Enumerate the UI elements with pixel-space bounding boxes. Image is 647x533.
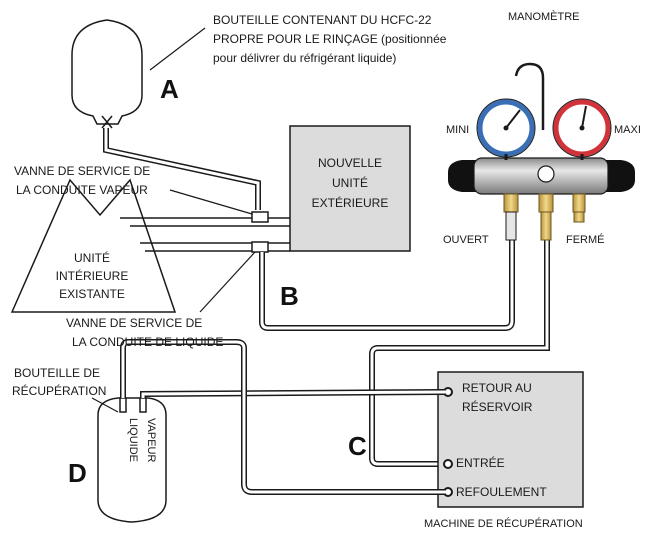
cylinder-a-label-1: BOUTEILLE CONTENANT DU HCFC-22	[213, 13, 432, 27]
vapor-service-valve[interactable]	[251, 211, 269, 223]
vapor-valve-label-1: VANNE DE SERVICE DE	[14, 164, 150, 178]
retour-label-2: RÉSERVOIR	[462, 399, 533, 414]
cylinder-valve-icon	[101, 115, 113, 129]
cylinder-a-label-3: pour délivrer du réfrigérant liquide)	[213, 51, 396, 65]
manifold-gauge-set	[448, 62, 635, 241]
liquid-service-valve[interactable]	[251, 241, 269, 253]
cylinder-a-label-2: PROPRE POUR LE RINÇAGE (positionnée	[213, 32, 447, 46]
indoor-label-1: UNITÉ	[74, 250, 110, 265]
marker-c: C	[348, 431, 367, 461]
flush-cylinder	[71, 19, 143, 125]
recovery-cylinder-label-2: RÉCUPÉRATION	[12, 383, 106, 398]
marker-b: B	[280, 281, 299, 311]
recovery-cylinder	[97, 397, 167, 523]
mini-label: MINI	[446, 124, 469, 136]
marker-a: A	[160, 74, 179, 104]
vapor-valve-label-2: LA CONDUITE VAPEUR	[16, 183, 148, 197]
leader-vapor-valve	[169, 189, 253, 215]
outdoor-label-1: NOUVELLE	[318, 156, 382, 170]
recovery-cylinder-label-1: BOUTEILLE DE	[14, 366, 100, 380]
port-entree[interactable]	[443, 459, 453, 469]
entree-label: ENTRÉE	[456, 455, 505, 470]
ouvert-label: OUVERT	[443, 234, 489, 246]
liquid-valve-label-2: LA CONDUITE DE LIQUIDE	[72, 335, 223, 349]
high-pressure-gauge	[552, 98, 612, 160]
indoor-label-3: EXISTANTE	[59, 287, 125, 301]
maxi-label: MAXI	[614, 124, 641, 136]
manometre-label: MANOMÈTRE	[508, 10, 580, 23]
leader-liquid-valve	[199, 251, 256, 313]
indoor-label-2: INTÉRIEURE	[56, 268, 129, 283]
outdoor-label-3: EXTÉRIEURE	[312, 195, 389, 210]
ferme-label: FERMÉ	[566, 233, 605, 246]
outdoor-label-2: UNITÉ	[332, 175, 368, 190]
retour-label-1: RETOUR AU	[462, 381, 532, 395]
liquide-label: LIQUIDE	[127, 418, 139, 462]
low-pressure-gauge	[476, 98, 536, 160]
marker-d: D	[68, 458, 87, 488]
indoor-unit	[10, 178, 177, 313]
hose-refoulement-to-cylinder	[120, 339, 446, 495]
machine-label: MACHINE DE RÉCUPÉRATION	[424, 517, 583, 530]
recovery-machine	[437, 371, 584, 508]
leader-a	[149, 27, 206, 71]
outdoor-unit	[289, 125, 411, 252]
leader-recovery-cylinder	[91, 397, 119, 413]
hose-liquid-to-manifold	[259, 240, 515, 331]
vapeur-label: VAPEUR	[145, 418, 157, 462]
liquid-valve-label-1: VANNE DE SERVICE DE	[66, 316, 202, 330]
refoulement-label: REFOULEMENT	[456, 485, 547, 499]
